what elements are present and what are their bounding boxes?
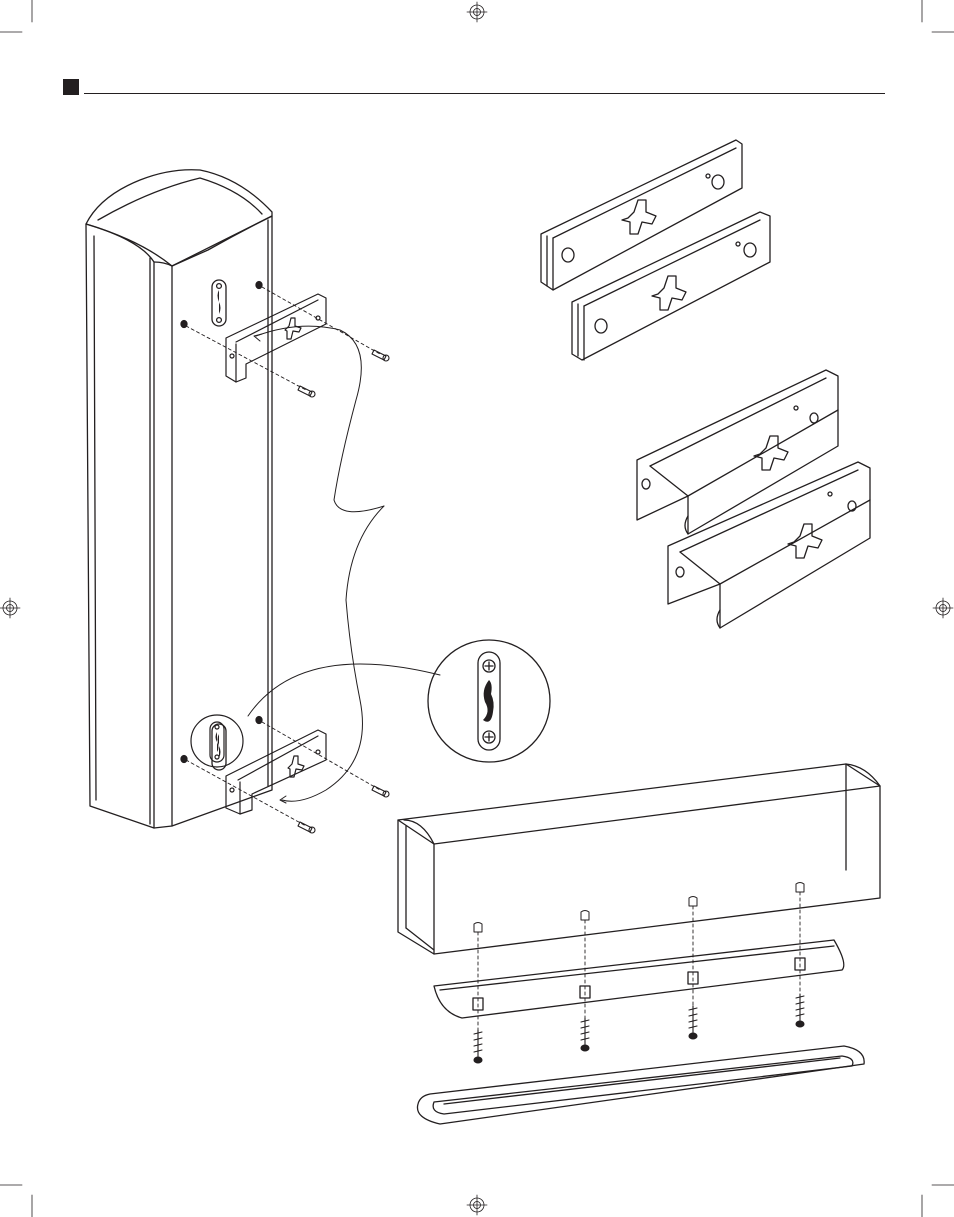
flat-bracket-bottom (572, 212, 770, 360)
base-guides (478, 892, 800, 1050)
screws (298, 350, 389, 833)
speaker-feet (474, 883, 804, 933)
oval-base-plate (417, 1046, 864, 1124)
tower-upper-bracket (226, 294, 326, 382)
base-tray (434, 940, 844, 1018)
keyhole-detail (428, 640, 550, 762)
tower-speaker (86, 170, 272, 828)
channel-bracket-top (637, 370, 838, 534)
flat-bracket-top (541, 140, 742, 290)
center-speaker (398, 764, 880, 954)
base-screws (474, 994, 804, 1063)
detail-circle-small (191, 715, 243, 767)
screw-guides (186, 287, 380, 826)
leader-lines (248, 326, 440, 803)
